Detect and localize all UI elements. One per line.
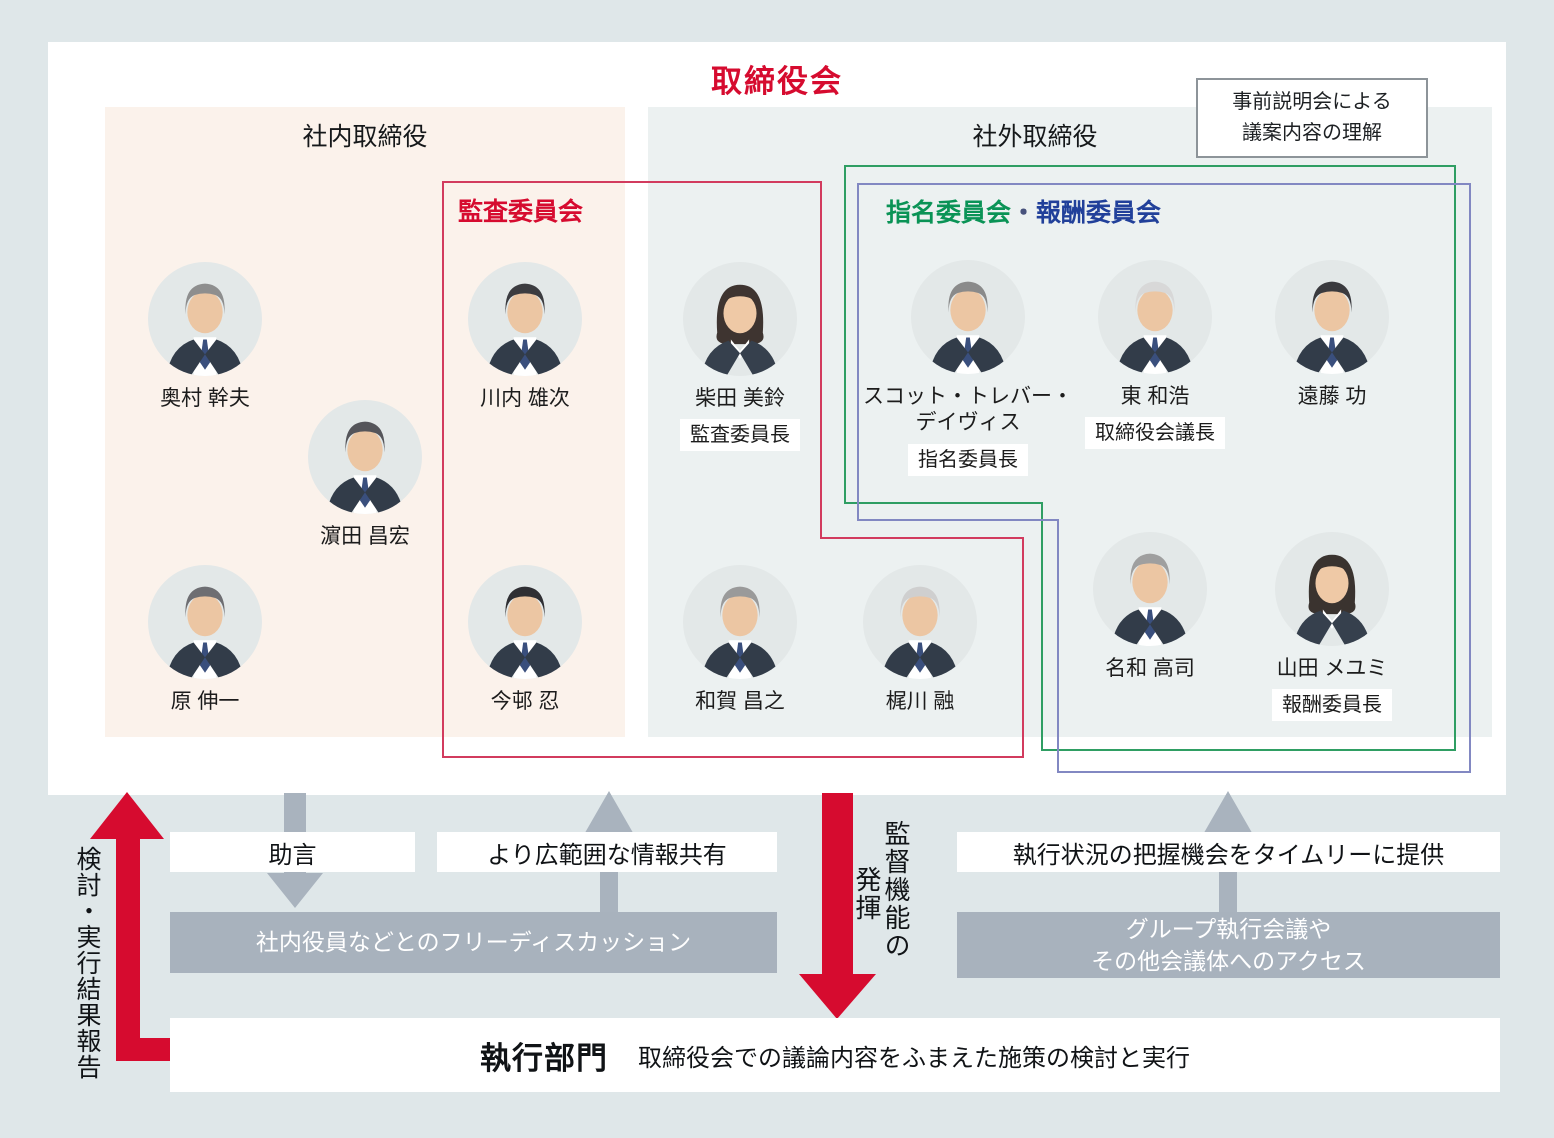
person-name: 柴田 美鈴 (695, 387, 785, 410)
person-shibata: 柴田 美鈴 監査委員長 (655, 262, 825, 452)
page-title: 取締役会 (711, 64, 843, 99)
avatar (1275, 260, 1389, 374)
person-photo-icon (1293, 554, 1371, 646)
person-name: スコット・トレバー・ デイヴィス (863, 385, 1073, 435)
person-endo: 遠藤 功 (1247, 260, 1417, 410)
avatar (468, 565, 582, 679)
avatar (683, 565, 797, 679)
person-photo-icon (166, 586, 244, 679)
avatar (1093, 532, 1207, 646)
avatar (1275, 532, 1389, 646)
person-photo-icon (881, 586, 959, 679)
avatar (468, 262, 582, 376)
execution-division-bar: 執行部門 取締役会での議論内容をふまえた施策の検討と実行 (170, 1018, 1500, 1092)
free-discussion-bar: 社内役員などとのフリーディスカッション (170, 912, 777, 973)
person-kawauchi: 川内 雄次 (440, 262, 610, 412)
person-photo-icon (326, 421, 404, 514)
note-line-2: 議案内容の理解 (1242, 122, 1382, 144)
person-name: 名和 高司 (1105, 657, 1195, 680)
avatar (911, 260, 1025, 374)
person-name: 東 和浩 (1120, 385, 1190, 408)
person-photo-icon (166, 283, 244, 376)
person-name: 遠藤 功 (1297, 385, 1367, 408)
person-name: 今邨 忍 (490, 690, 560, 713)
advice-bar: 助言 (170, 832, 415, 872)
avatar (308, 400, 422, 514)
nomination-committee-label: 指名委員会 (886, 199, 1012, 227)
person-azuma: 東 和浩 取締役会議長 (1070, 260, 1240, 450)
avatar (148, 262, 262, 376)
supervision-label-col1: 監督機能の (881, 820, 911, 960)
compensation-committee-label: 報酬委員会 (1036, 199, 1162, 227)
person-photo-icon (1111, 553, 1189, 646)
info-share-bar: より広範囲な情報共有 (437, 832, 777, 872)
person-name: 奥村 幹夫 (160, 387, 250, 410)
person-kajikawa: 梶川 融 (835, 565, 1005, 715)
avatar (863, 565, 977, 679)
person-name: 梶川 融 (885, 690, 955, 713)
committee-separator-dot: ・ (1011, 199, 1037, 227)
person-photo-icon (701, 284, 779, 376)
role-badge: 監査委員長 (680, 419, 800, 452)
nomination-compensation-label: 指名委員会・報酬委員会 (886, 193, 1161, 229)
internal-directors-heading: 社内取締役 (302, 123, 428, 151)
execution-division-description: 取締役会での議論内容をふまえた施策の検討と実行 (638, 1044, 1190, 1072)
pre-briefing-note: 事前説明会による 議案内容の理解 (1196, 78, 1428, 158)
group-meeting-line-2: その他会議体へのアクセス (1091, 948, 1366, 974)
role-badge: 取締役会議長 (1085, 417, 1225, 450)
group-meeting-access-bar: グループ執行会議や その他会議体へのアクセス (957, 912, 1500, 978)
person-okumura: 奥村 幹夫 (120, 262, 290, 412)
person-hamada: 濵田 昌宏 (280, 400, 450, 550)
person-hara: 原 伸一 (120, 565, 290, 715)
person-name: 和賀 昌之 (695, 690, 785, 713)
external-directors-heading: 社外取締役 (972, 123, 1098, 151)
person-name: 山田 メユミ (1276, 657, 1388, 680)
role-badge: 報酬委員長 (1272, 689, 1392, 722)
timely-update-bar: 執行状況の把握機会をタイムリーに提供 (957, 832, 1500, 872)
person-photo-icon (486, 283, 564, 376)
audit-committee-label: 監査委員会 (458, 198, 584, 226)
execution-division-title: 執行部門 (480, 1040, 608, 1076)
person-imamura: 今邨 忍 (440, 565, 610, 715)
person-photo-icon (929, 281, 1007, 374)
note-line-1: 事前説明会による (1232, 91, 1392, 113)
person-yamada: 山田 メユミ 報酬委員長 (1247, 532, 1417, 722)
person-photo-icon (1293, 281, 1371, 374)
avatar (148, 565, 262, 679)
person-photo-icon (701, 586, 779, 679)
person-name: 原 伸一 (170, 690, 240, 713)
role-badge: 指名委員長 (908, 443, 1028, 476)
group-meeting-line-1: グループ執行会議や (1125, 915, 1332, 942)
person-photo-icon (486, 586, 564, 679)
person-waga: 和賀 昌之 (655, 565, 825, 715)
person-name: 川内 雄次 (480, 387, 570, 410)
report-vertical-label: 検討・実行結果報告 (73, 846, 101, 1080)
person-name: 濵田 昌宏 (320, 525, 410, 548)
avatar (1098, 260, 1212, 374)
avatar (683, 262, 797, 376)
person-davis: スコット・トレバー・ デイヴィス 指名委員長 (863, 260, 1073, 476)
person-photo-icon (1116, 281, 1194, 374)
person-nawa: 名和 高司 (1065, 532, 1235, 682)
supervision-label-col2: 発揮 (852, 866, 882, 922)
